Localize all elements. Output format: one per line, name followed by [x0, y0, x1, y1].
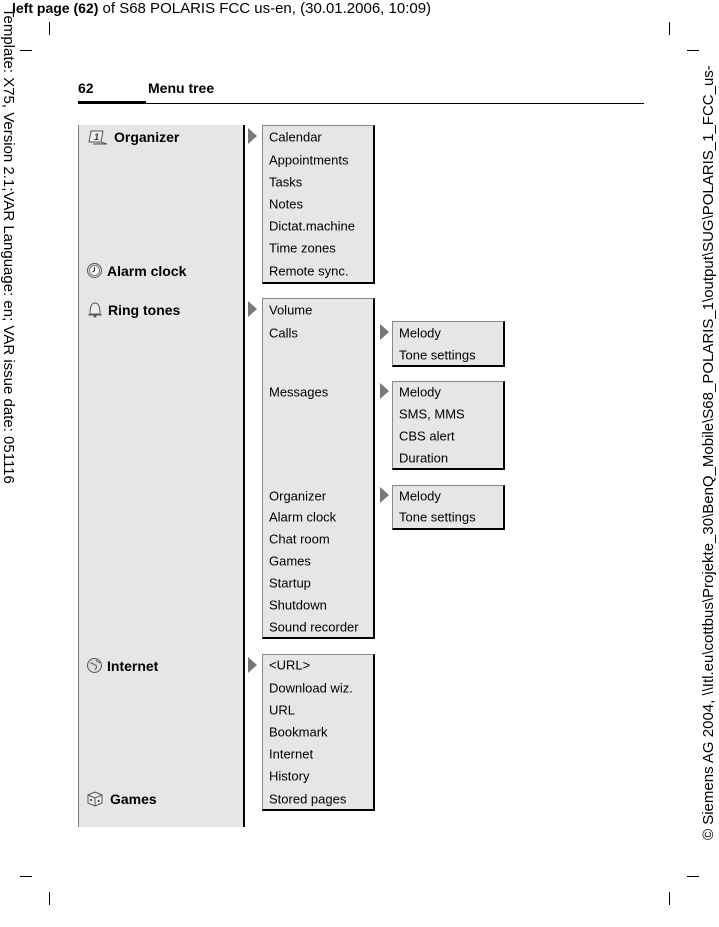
- dice-icon: [87, 791, 103, 807]
- copyright-path: © Siemens AG 2004, \\Itl.eu\cottbus\Proj…: [700, 65, 717, 840]
- menu-item[interactable]: CBS alert: [399, 428, 455, 444]
- submenu-arrow-icon: [380, 383, 389, 399]
- menu-item[interactable]: Melody: [399, 488, 441, 504]
- menu-item[interactable]: Melody: [399, 384, 441, 400]
- calendar-icon: 1: [88, 130, 108, 145]
- menu-item[interactable]: Dictat.machine: [269, 218, 355, 234]
- main-item-label: Games: [110, 790, 157, 807]
- page-number: 62: [78, 80, 94, 96]
- ring-tones-icon: [88, 302, 102, 318]
- menu-item[interactable]: Chat room: [269, 531, 330, 547]
- menu-item[interactable]: Tasks: [269, 174, 303, 190]
- menu-item[interactable]: Messages: [269, 384, 329, 400]
- main-item-organizer[interactable]: 1 Organizer: [88, 129, 179, 145]
- menu-item[interactable]: Stored pages: [269, 791, 347, 807]
- crop-mark: [49, 22, 50, 35]
- menu-item[interactable]: Duration: [399, 450, 449, 466]
- menu-item[interactable]: Calls: [269, 325, 298, 341]
- menu-item[interactable]: Alarm clock: [269, 509, 337, 525]
- submenu-arrow-icon: [380, 324, 389, 340]
- header-rule-bar: [78, 101, 146, 104]
- menu-item[interactable]: History: [269, 768, 310, 784]
- menu-item[interactable]: Internet: [269, 746, 314, 762]
- menu-item[interactable]: <URL>: [269, 657, 311, 673]
- main-item-label: Alarm clock: [107, 262, 187, 279]
- header-file-info: of S68 POLARIS FCC us-en, (30.01.2006, 1…: [98, 0, 432, 17]
- menu-item[interactable]: Tone settings: [399, 347, 476, 363]
- submenu-arrow-icon: [248, 657, 257, 673]
- menu-item[interactable]: Time zones: [269, 240, 336, 256]
- menu-item[interactable]: Calendar: [269, 129, 322, 145]
- header-page-ref: left page (62): [12, 0, 99, 16]
- menu-item[interactable]: Organizer: [269, 488, 327, 504]
- main-item-internet[interactable]: Internet: [86, 657, 158, 674]
- menu-item[interactable]: Startup: [269, 575, 311, 591]
- menu-item[interactable]: Volume: [269, 302, 313, 318]
- menu-item[interactable]: Tone settings: [399, 509, 476, 525]
- menu-item[interactable]: Shutdown: [269, 597, 327, 613]
- crop-mark: [687, 876, 699, 877]
- globe-icon: [87, 658, 102, 673]
- main-item-ring-tones[interactable]: Ring tones: [86, 301, 180, 318]
- crop-mark: [687, 50, 699, 51]
- crop-mark: [49, 892, 50, 905]
- print-header: left page (62) of S68 POLARIS FCC us-en,…: [12, 0, 431, 17]
- header-rule: [78, 103, 644, 104]
- main-item-label: Ring tones: [108, 301, 181, 318]
- crop-mark: [20, 876, 32, 877]
- main-item-label: Internet: [107, 657, 159, 674]
- menu-item[interactable]: Download wiz.: [269, 680, 353, 696]
- submenu-arrow-icon: [380, 487, 389, 503]
- menu-item[interactable]: Appointments: [269, 152, 349, 168]
- alarm-clock-icon: [87, 263, 102, 278]
- menu-item[interactable]: Sound recorder: [269, 619, 359, 635]
- menu-item[interactable]: Melody: [399, 325, 441, 341]
- menu-item[interactable]: Games: [269, 553, 311, 569]
- crop-mark: [20, 50, 32, 51]
- menu-item[interactable]: SMS, MMS: [399, 406, 465, 422]
- svg-text:1: 1: [94, 132, 99, 142]
- template-info: Template: X75, Version 2.1;VAR Language:…: [0, 8, 17, 484]
- main-item-games[interactable]: Games: [86, 790, 157, 807]
- submenu-arrow-icon: [248, 128, 257, 144]
- main-menu-panel: [78, 125, 245, 827]
- main-item-alarm-clock[interactable]: Alarm clock: [86, 262, 186, 279]
- submenu-arrow-icon: [248, 301, 257, 317]
- menu-item[interactable]: Bookmark: [269, 724, 328, 740]
- menu-item[interactable]: Notes: [269, 196, 303, 212]
- menu-item[interactable]: Remote sync.: [269, 263, 349, 279]
- page-title: Menu tree: [148, 80, 215, 96]
- crop-mark: [669, 892, 670, 905]
- main-item-label: Organizer: [114, 129, 180, 145]
- crop-mark: [669, 22, 670, 35]
- menu-item[interactable]: URL: [269, 702, 296, 718]
